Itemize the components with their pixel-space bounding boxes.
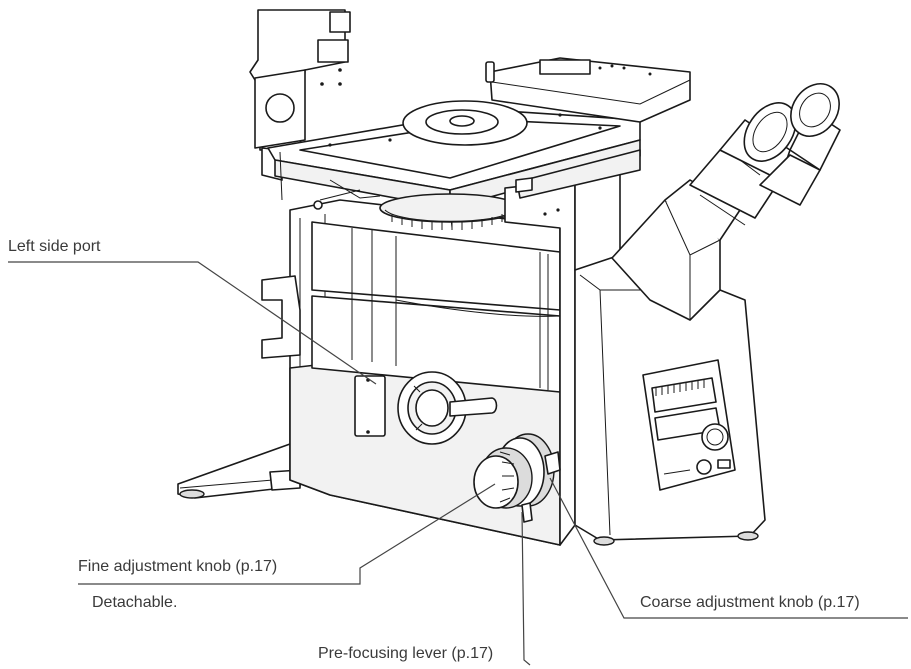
fine-knob-note: Detachable.	[92, 594, 178, 611]
fine-knob-label: Fine adjustment knob (p.17)	[78, 558, 278, 575]
coarse-knob-leader	[549, 477, 908, 619]
fine-knob-leader	[78, 483, 496, 585]
prefocus-lever-leader	[521, 511, 531, 666]
eyepieces	[689, 83, 841, 226]
right-frame	[504, 149, 641, 546]
left-side-port-label: Left side port	[8, 238, 101, 255]
base-foot	[177, 443, 301, 499]
prefocus-lever-label: Pre-focusing lever (p.17)	[318, 645, 494, 662]
stage	[267, 57, 691, 229]
filter-cassettes	[311, 221, 561, 393]
leader-lines	[8, 261, 908, 666]
left-side-port-leader	[8, 261, 377, 385]
observation-tube	[611, 179, 741, 321]
coarse-knob-label: Coarse adjustment knob (p.17)	[640, 594, 860, 611]
left-side-port	[397, 371, 498, 445]
arm-housing	[574, 244, 766, 546]
illuminator-column	[249, 9, 351, 181]
focus-knobs	[473, 433, 561, 523]
